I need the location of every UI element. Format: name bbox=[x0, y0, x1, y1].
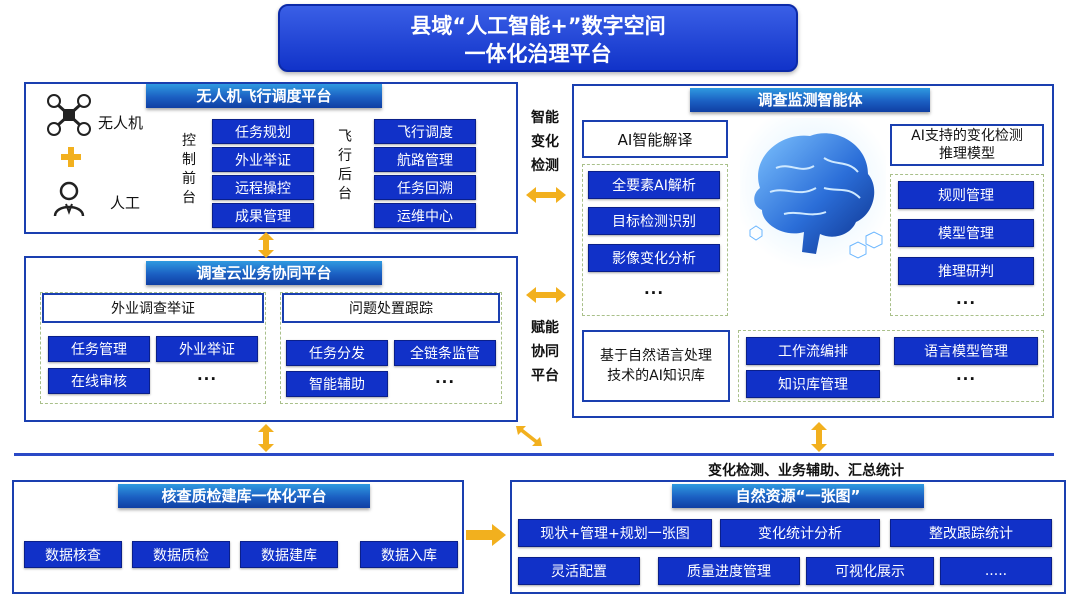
qc-platform-title: 核查质检建库一体化平台 bbox=[118, 484, 370, 508]
double-arrow-horizontal-icon bbox=[526, 187, 566, 203]
ai-interp-group bbox=[582, 164, 728, 316]
middle-label-line: 赋能 bbox=[531, 320, 559, 336]
model-more: ··· bbox=[955, 294, 977, 312]
resource-item[interactable]: 整改跟踪统计 bbox=[890, 519, 1052, 547]
front-item[interactable]: 任务规划 bbox=[212, 119, 314, 144]
model-header-line2: 推理模型 bbox=[939, 146, 995, 162]
back-label-char: 后 bbox=[338, 167, 352, 183]
fieldwork-group bbox=[40, 292, 266, 404]
resource-item[interactable]: ..... bbox=[940, 557, 1052, 585]
platform-title-line2: 一体化治理平台 bbox=[464, 42, 612, 66]
ai-interp-more: ··· bbox=[643, 284, 665, 302]
ai-interp-item[interactable]: 影像变化分析 bbox=[588, 244, 720, 272]
ai-brain-icon bbox=[740, 118, 886, 270]
section-divider bbox=[14, 453, 1054, 456]
middle-label-line: 平台 bbox=[531, 368, 559, 384]
model-item[interactable]: 规则管理 bbox=[898, 181, 1034, 209]
double-arrow-vertical-icon bbox=[811, 422, 827, 452]
double-arrow-vertical-icon bbox=[258, 424, 274, 452]
middle-label-line: 协同 bbox=[531, 344, 559, 360]
front-item[interactable]: 成果管理 bbox=[212, 203, 314, 228]
ai-interp-item[interactable]: 全要素AI解析 bbox=[588, 171, 720, 199]
back-item[interactable]: 航路管理 bbox=[374, 147, 476, 172]
qc-item[interactable]: 数据建库 bbox=[240, 541, 338, 568]
middle-label-bottom: 赋能 协同 平台 bbox=[527, 316, 563, 388]
cloud-platform-title: 调查云业务协同平台 bbox=[146, 261, 382, 285]
model-item[interactable]: 模型管理 bbox=[898, 219, 1034, 247]
divider-caption: 变化检测、业务辅助、汇总统计 bbox=[708, 463, 904, 479]
resource-item[interactable]: 灵活配置 bbox=[518, 557, 640, 585]
agent-title: 调查监测智能体 bbox=[690, 88, 930, 112]
issue-group bbox=[280, 292, 502, 404]
middle-label-line: 变化 bbox=[531, 134, 559, 150]
person-icon bbox=[53, 181, 85, 217]
model-item[interactable]: 推理研判 bbox=[898, 257, 1034, 285]
fieldwork-more: ··· bbox=[196, 370, 218, 388]
platform-title-line1: 县域“人工智能+”数字空间 bbox=[410, 14, 666, 38]
front-label-char: 制 bbox=[182, 152, 196, 168]
issue-more: ··· bbox=[434, 373, 456, 391]
issue-item[interactable]: 全链条监管 bbox=[394, 340, 496, 366]
middle-label-line: 智能 bbox=[531, 110, 559, 126]
knowledge-item[interactable]: 语言模型管理 bbox=[894, 337, 1038, 365]
plus-icon bbox=[61, 147, 81, 167]
fieldwork-item[interactable]: 外业举证 bbox=[156, 336, 258, 362]
back-item[interactable]: 任务回溯 bbox=[374, 175, 476, 200]
model-header: AI支持的变化检测 推理模型 bbox=[890, 124, 1044, 166]
knowledge-item[interactable]: 知识库管理 bbox=[746, 370, 880, 398]
front-label-char: 控 bbox=[182, 133, 196, 149]
front-label-char: 前 bbox=[182, 171, 196, 187]
front-label: 控 制 前 台 bbox=[180, 132, 198, 208]
arrow-right-icon bbox=[466, 524, 506, 546]
ai-interp-header: AI智能解译 bbox=[582, 120, 728, 158]
front-item[interactable]: 远程操控 bbox=[212, 175, 314, 200]
back-label-char: 飞 bbox=[338, 129, 352, 145]
resource-item[interactable]: 现状+管理+规划一张图 bbox=[518, 519, 712, 547]
middle-label-line: 检测 bbox=[531, 158, 559, 174]
issue-header: 问题处置跟踪 bbox=[282, 293, 500, 323]
drone-label: 无人机 bbox=[98, 114, 144, 132]
drone-platform-title: 无人机飞行调度平台 bbox=[146, 84, 382, 108]
issue-item[interactable]: 智能辅助 bbox=[286, 371, 388, 397]
fieldwork-item[interactable]: 任务管理 bbox=[48, 336, 150, 362]
back-label: 飞 行 后 台 bbox=[336, 128, 354, 204]
qc-item[interactable]: 数据核查 bbox=[24, 541, 122, 568]
issue-item[interactable]: 任务分发 bbox=[286, 340, 388, 366]
qc-item[interactable]: 数据入库 bbox=[360, 541, 458, 568]
double-arrow-horizontal-icon bbox=[526, 287, 566, 303]
front-item[interactable]: 外业举证 bbox=[212, 147, 314, 172]
back-label-char: 行 bbox=[338, 148, 352, 164]
fieldwork-item[interactable]: 在线审核 bbox=[48, 368, 150, 394]
qc-item[interactable]: 数据质检 bbox=[132, 541, 230, 568]
front-label-char: 台 bbox=[182, 190, 196, 206]
back-item[interactable]: 飞行调度 bbox=[374, 119, 476, 144]
double-arrow-diagonal-icon bbox=[516, 426, 542, 446]
ai-interp-item[interactable]: 目标检测识别 bbox=[588, 207, 720, 235]
resource-item[interactable]: 可视化展示 bbox=[806, 557, 934, 585]
model-group bbox=[890, 174, 1044, 316]
back-label-char: 台 bbox=[338, 186, 352, 202]
drone-icon bbox=[47, 94, 91, 136]
knowledge-base-line1: 基于自然语言处理 bbox=[600, 348, 712, 364]
knowledge-more: ··· bbox=[955, 370, 977, 388]
resource-item[interactable]: 质量进度管理 bbox=[658, 557, 800, 585]
resource-map-title: 自然资源“一张图” bbox=[672, 484, 924, 508]
human-label: 人工 bbox=[110, 194, 141, 212]
platform-title: 县域“人工智能+”数字空间 一体化治理平台 bbox=[278, 4, 798, 72]
model-header-line1: AI支持的变化检测 bbox=[911, 128, 1023, 144]
knowledge-base-line2: 技术的AI知识库 bbox=[607, 368, 705, 384]
back-item[interactable]: 运维中心 bbox=[374, 203, 476, 228]
knowledge-item[interactable]: 工作流编排 bbox=[746, 337, 880, 365]
knowledge-base-box: 基于自然语言处理 技术的AI知识库 bbox=[582, 330, 730, 402]
double-arrow-vertical-icon bbox=[258, 232, 274, 258]
fieldwork-header: 外业调查举证 bbox=[42, 293, 264, 323]
middle-label-top: 智能 变化 检测 bbox=[527, 106, 563, 178]
knowledge-group bbox=[738, 330, 1044, 402]
resource-item[interactable]: 变化统计分析 bbox=[720, 519, 880, 547]
